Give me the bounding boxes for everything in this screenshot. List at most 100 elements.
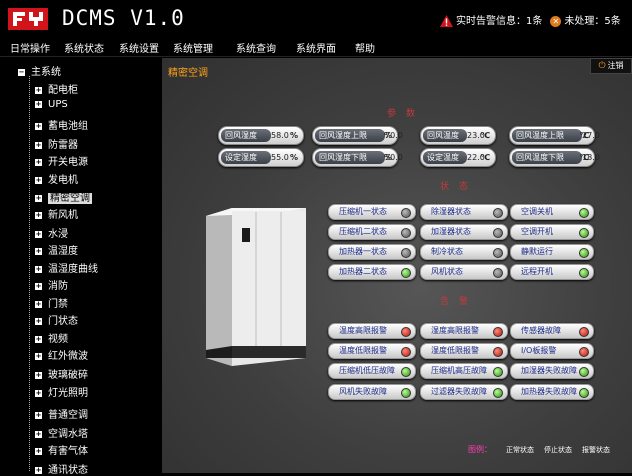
alarm-indicator[interactable]: 压缩机高压故障 [420, 363, 508, 379]
menu-system-interface[interactable]: 系统界面 [296, 44, 336, 55]
expand-icon[interactable]: + [35, 446, 42, 455]
expand-icon[interactable]: + [35, 264, 42, 273]
status-led-icon [493, 327, 503, 337]
status-section-title: 状态 [440, 182, 479, 192]
expand-icon[interactable]: + [35, 410, 42, 419]
sidebar-item[interactable]: +通讯状态 [35, 461, 88, 476]
alarm-summary: 实时告警信息：1条 ✕未处理：5条 [440, 12, 621, 27]
sidebar-item[interactable]: +门状态 [35, 312, 78, 327]
menu-daily-operation[interactable]: 日常操作 [10, 44, 50, 55]
indicator-label: 制冷状态 [431, 247, 463, 256]
expand-icon[interactable]: + [35, 121, 42, 130]
sidebar-item[interactable]: +消防 [35, 277, 68, 292]
alarm-indicator[interactable]: I/O板报警 [510, 343, 594, 359]
alarm-indicator[interactable]: 加热器失败故障 [510, 384, 594, 400]
sidebar-item[interactable]: +空调水塔 [35, 425, 88, 440]
sidebar-item[interactable]: +蓄电池组 [35, 117, 88, 132]
expand-icon[interactable]: + [35, 370, 42, 379]
sidebar-item[interactable]: +新风机 [35, 206, 78, 221]
status-indicator[interactable]: 风机状态 [420, 264, 508, 280]
sidebar-item[interactable]: +温湿度曲线 [35, 260, 98, 275]
status-indicator[interactable]: 制冷状态 [420, 244, 508, 260]
param-unit: ℃ [579, 153, 589, 162]
sidebar-item[interactable]: +精密空调 [35, 189, 92, 204]
sidebar-item-label: 玻璃破碎 [48, 370, 88, 381]
logout-button[interactable]: ⏻注销 [590, 58, 632, 74]
realtime-alarm-count[interactable]: 实时告警信息：1条 [456, 16, 543, 27]
alarm-indicator[interactable]: 温度低限报警 [328, 343, 416, 359]
sidebar-item[interactable]: +温湿度 [35, 242, 78, 257]
menu-system-query[interactable]: 系统查询 [236, 44, 276, 55]
unhandled-icon: ✕ [550, 15, 562, 27]
status-indicator[interactable]: 空调开机 [510, 224, 594, 240]
status-indicator[interactable]: 压缩机二状态 [328, 224, 416, 240]
menu-system-settings[interactable]: 系统设置 [119, 44, 159, 55]
expand-icon[interactable]: + [35, 334, 42, 343]
sidebar-item[interactable]: +门禁 [35, 295, 68, 310]
status-indicator[interactable]: 加热器一状态 [328, 244, 416, 260]
expand-icon[interactable]: + [35, 299, 42, 308]
sidebar-item[interactable]: +配电柜 [35, 81, 78, 96]
expand-icon[interactable]: + [35, 316, 42, 325]
sidebar-item[interactable]: + 玻璃破碎 [35, 366, 88, 381]
status-indicator[interactable]: 空调关机 [510, 204, 594, 220]
indicator-label: 压缩机二状态 [339, 227, 387, 236]
sidebar-item[interactable]: +防雷器 [35, 136, 78, 151]
alarm-indicator[interactable]: 传感器故障 [510, 323, 594, 339]
status-indicator[interactable]: 加湿器状态 [420, 224, 508, 240]
sidebar-item[interactable]: +有害气体 [35, 442, 88, 457]
status-led-icon [401, 208, 411, 218]
alarm-indicator[interactable]: 压缩机低压故障 [328, 363, 416, 379]
menu-system-status[interactable]: 系统状态 [64, 44, 104, 55]
alarm-indicator[interactable]: 风机失败故障 [328, 384, 416, 400]
expand-icon[interactable]: + [35, 193, 42, 202]
sidebar-item[interactable]: + 开关电源 [35, 153, 88, 168]
unhandled-count[interactable]: 未处理：5条 [564, 16, 621, 27]
expand-icon[interactable]: + [35, 281, 42, 290]
sidebar-item[interactable]: +普通空调 [35, 406, 88, 421]
alarm-indicator[interactable]: 湿度低限报警 [420, 343, 508, 359]
sidebar-item[interactable]: +水浸 [35, 225, 68, 240]
tree-root[interactable]: −主系统 [18, 63, 61, 78]
status-led-icon [401, 347, 411, 357]
status-indicator[interactable]: 压缩机一状态 [328, 204, 416, 220]
expand-icon[interactable]: + [35, 210, 42, 219]
expand-icon[interactable]: + [35, 99, 42, 108]
expand-icon[interactable]: + [35, 246, 42, 255]
alarm-indicator[interactable]: 温度高限报警 [328, 323, 416, 339]
sidebar-item-label: 开关电源 [48, 157, 88, 168]
expand-icon[interactable]: + [35, 229, 42, 238]
expand-icon[interactable]: + [35, 85, 42, 94]
indicator-label: 加热器一状态 [339, 247, 387, 256]
param-label: 回风湿度下限 [315, 151, 385, 164]
status-indicator[interactable]: 除湿器状态 [420, 204, 508, 220]
expand-icon[interactable]: + [35, 157, 42, 166]
expand-icon[interactable]: + [35, 140, 42, 149]
status-indicator[interactable]: 静默运行 [510, 244, 594, 260]
alarm-indicator[interactable]: 过滤器失败故障 [420, 384, 508, 400]
menu-help[interactable]: 帮助 [355, 44, 375, 55]
sidebar-item[interactable]: + 发电机 [35, 171, 78, 186]
param-unit: ℃ [480, 131, 490, 140]
alarm-indicator[interactable]: 湿度高限报警 [420, 323, 508, 339]
legend-alarm: 报警状态 [582, 446, 610, 454]
status-indicator[interactable]: 远程开机 [510, 264, 594, 280]
sidebar-item[interactable]: +UPS [35, 99, 68, 110]
sidebar-item[interactable]: +灯光照明 [35, 384, 88, 399]
expand-icon[interactable]: + [35, 388, 42, 397]
collapse-icon[interactable]: − [18, 67, 25, 76]
expand-icon[interactable]: + [35, 429, 42, 438]
alarm-indicator[interactable]: 加湿器失败故障 [510, 363, 594, 379]
expand-icon[interactable]: + [35, 351, 42, 360]
expand-icon[interactable]: + [35, 175, 42, 184]
param-label: 回风湿度 [221, 129, 271, 142]
sidebar-item[interactable]: +视频 [35, 330, 68, 345]
air-conditioner-image [206, 208, 306, 366]
sidebar-item-label: 发电机 [48, 175, 78, 186]
status-indicator[interactable]: 加热器二状态 [328, 264, 416, 280]
sidebar-item[interactable]: +红外微波 [35, 347, 88, 362]
expand-icon[interactable]: + [35, 465, 42, 474]
menu-system-management[interactable]: 系统管理 [173, 44, 213, 55]
